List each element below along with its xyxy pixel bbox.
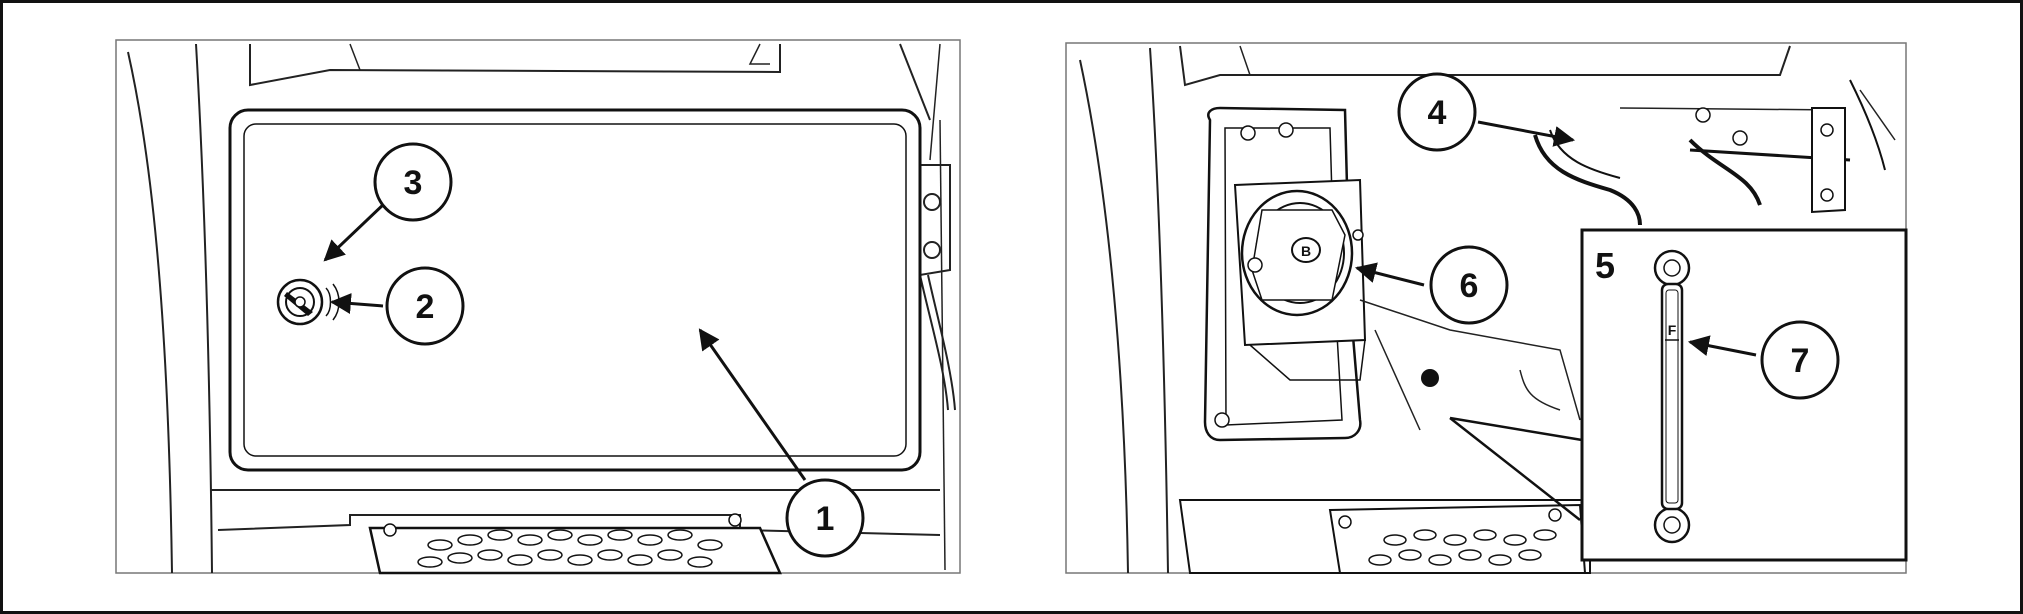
cap-mark: B <box>1301 243 1311 259</box>
callout-1: 1 <box>785 478 865 558</box>
right-panel: B <box>1065 42 1908 574</box>
gauge-mark: F <box>1668 322 1677 338</box>
callout-7: 7 <box>1760 320 1840 400</box>
svg-text:3: 3 <box>404 164 423 202</box>
svg-text:7: 7 <box>1791 342 1810 380</box>
inset-label: 5 <box>1595 245 1615 286</box>
callout-6: 6 <box>1429 245 1509 325</box>
svg-text:6: 6 <box>1460 267 1479 305</box>
svg-text:2: 2 <box>416 288 435 326</box>
svg-text:4: 4 <box>1428 94 1447 132</box>
svg-text:1: 1 <box>816 500 835 538</box>
callout-3: 3 <box>373 142 453 222</box>
sight-gauge: F <box>1653 249 1691 544</box>
callout-2: 2 <box>385 266 465 346</box>
left-panel: 3 2 1 <box>115 39 961 575</box>
detail-inset <box>1580 228 1908 562</box>
callout-4: 4 <box>1397 72 1477 152</box>
